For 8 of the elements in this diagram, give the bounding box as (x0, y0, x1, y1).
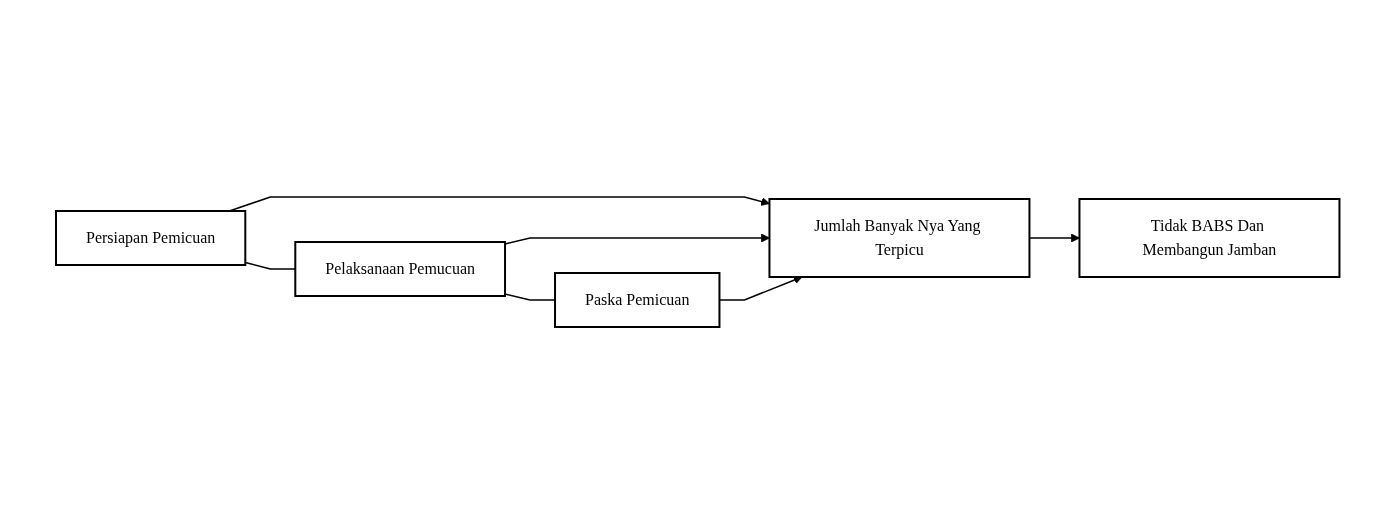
connector (244, 261, 296, 270)
node-box: Pelaksanaan Pemucuan (294, 241, 506, 297)
node-box: Paska Pemicuan (553, 272, 721, 328)
arrow (228, 196, 770, 212)
node-box: Persiapan Pemicuan (54, 210, 247, 266)
arrow (504, 233, 770, 245)
node-box: Jumlah Banyak Nya Yang Terpicu (768, 198, 1031, 278)
node-box: Tidak BABS Dan Membangun Jamban (1078, 198, 1341, 278)
